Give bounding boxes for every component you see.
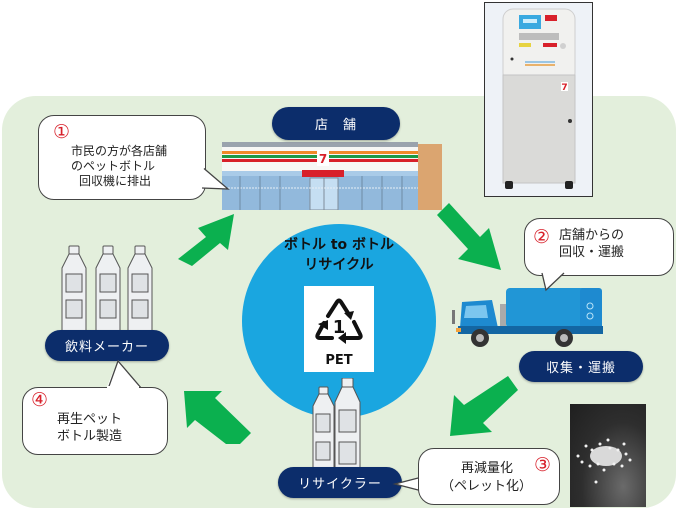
step-2-line-1: 店舗からの bbox=[559, 228, 625, 243]
step-2-number: ② bbox=[533, 226, 551, 248]
svg-text:1: 1 bbox=[333, 317, 346, 338]
pet-label: PET bbox=[325, 353, 353, 368]
recycle-triangle-icon: 1 bbox=[315, 298, 363, 344]
step-1-line-3: 回収機に排出 bbox=[79, 174, 152, 188]
step-4-line-2: ボトル製造 bbox=[57, 429, 123, 444]
step-4-line-1: 再生ペット bbox=[57, 412, 123, 427]
arrow-to-recycler bbox=[450, 376, 518, 436]
callout-step-3: ③ 再減量化 （ペレット化） bbox=[418, 448, 560, 505]
beverage-maker-pill: 飲料メーカー bbox=[45, 330, 169, 361]
step-3-line-2: （ペレット化） bbox=[441, 479, 533, 494]
arrow-to-store bbox=[178, 214, 234, 266]
callout-2-tail bbox=[541, 272, 565, 292]
beverage-maker-label: 飲料メーカー bbox=[64, 340, 149, 355]
arrow-to-maker bbox=[184, 391, 251, 444]
circle-title-line-1: ボトル to ボトル bbox=[283, 237, 395, 253]
pet-recycle-symbol: 1 PET bbox=[304, 286, 374, 372]
arrow-to-truck bbox=[437, 203, 501, 270]
step-2-line-2: 回収・運搬 bbox=[559, 245, 625, 260]
step-4-number: ④ bbox=[31, 389, 49, 411]
garbage-truck-illustration bbox=[452, 282, 617, 352]
step-1-line-2: のペットボトル bbox=[71, 159, 156, 173]
circle-title-line-2: リサイクル bbox=[304, 257, 374, 273]
step-1-number: ① bbox=[53, 121, 71, 143]
callout-4-tail bbox=[106, 359, 143, 390]
recycler-pill: リサイクラー bbox=[278, 467, 402, 498]
callout-step-2: ② 店舗からの 回収・運搬 bbox=[524, 218, 674, 276]
callout-step-4: ④ 再生ペット ボトル製造 bbox=[22, 387, 168, 455]
step-1-line-1: 市民の方が各店舗 bbox=[71, 144, 168, 158]
svg-text:7: 7 bbox=[319, 152, 327, 166]
collection-machine-photo: 7 bbox=[484, 2, 593, 197]
pet-pellets-photo bbox=[570, 404, 646, 507]
callout-3-tail bbox=[392, 476, 423, 492]
callout-step-1: ① 市民の方が各店舗 のペットボトル 回収機に排出 bbox=[38, 115, 206, 200]
step-3-number: ③ bbox=[533, 454, 551, 476]
two-pet-bottles-illustration bbox=[310, 377, 370, 478]
callout-1-tail bbox=[190, 168, 230, 190]
store-pill: 店 舗 bbox=[272, 107, 400, 140]
recycler-label: リサイクラー bbox=[298, 477, 382, 492]
transport-label: 収集・運搬 bbox=[545, 361, 616, 376]
bottle-to-bottle-circle: ボトル to ボトル リサイクル 1 PET bbox=[242, 224, 436, 418]
transport-pill: 収集・運搬 bbox=[519, 351, 643, 382]
callout-4-tail-cover bbox=[107, 386, 139, 389]
svg-text:7: 7 bbox=[561, 83, 567, 93]
three-pet-bottles-illustration bbox=[58, 244, 158, 334]
store-label: 店 舗 bbox=[314, 118, 357, 133]
convenience-store-illustration: 7 bbox=[222, 138, 442, 211]
step-3-line-1: 再減量化 bbox=[461, 461, 514, 476]
